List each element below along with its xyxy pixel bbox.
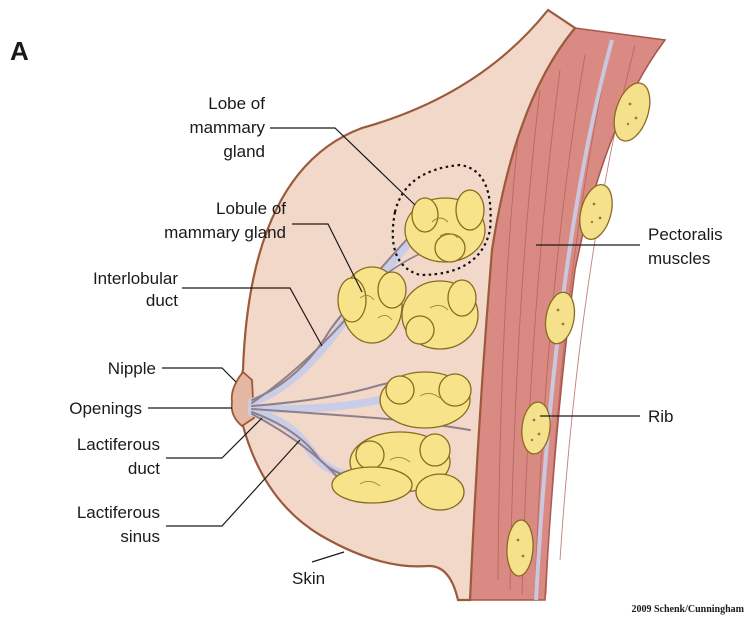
- label-lactiferous-sinus-line2: sinus: [120, 527, 160, 546]
- panel-letter: A: [10, 36, 29, 66]
- label-interlobular-line2: duct: [146, 291, 178, 310]
- lobule-12: [386, 376, 414, 404]
- credit-text: 2009 Schenk/Cunningham: [631, 604, 744, 615]
- label-lobule-line1: Lobule of: [216, 199, 286, 218]
- label-openings: Openings: [69, 399, 142, 418]
- label-pectoralis-line1: Pectoralis: [648, 225, 723, 244]
- label-lobule-line2: mammary gland: [164, 223, 286, 242]
- lobule-11: [439, 374, 471, 406]
- label-lactiferous-sinus-line1: Lactiferous: [77, 503, 160, 522]
- label-lobe-line1: Lobe of: [208, 94, 265, 113]
- leader-nipple: [162, 368, 236, 382]
- label-rib: Rib: [648, 407, 674, 426]
- lobule-2: [412, 198, 438, 232]
- lobule-15: [356, 441, 384, 469]
- leader-skin: [312, 552, 344, 562]
- label-skin: Skin: [292, 569, 325, 588]
- label-lobe-line2: mammary: [189, 118, 265, 137]
- label-interlobular-line1: Interlobular: [93, 269, 178, 288]
- lobule-8: [448, 280, 476, 316]
- label-lactiferous-duct-line1: Lactiferous: [77, 435, 160, 454]
- label-nipple: Nipple: [108, 359, 156, 378]
- lobule-3: [435, 234, 465, 262]
- label-lobe-line3: gland: [223, 142, 265, 161]
- lobule-6: [378, 272, 406, 308]
- lobule-9: [406, 316, 434, 344]
- lobule-17: [416, 474, 464, 510]
- lobule-16: [332, 467, 412, 503]
- lobule-1: [456, 190, 484, 230]
- lobule-5: [338, 278, 366, 322]
- label-lactiferous-duct-line2: duct: [128, 459, 160, 478]
- label-pectoralis-line2: muscles: [648, 249, 710, 268]
- lobule-14: [420, 434, 450, 466]
